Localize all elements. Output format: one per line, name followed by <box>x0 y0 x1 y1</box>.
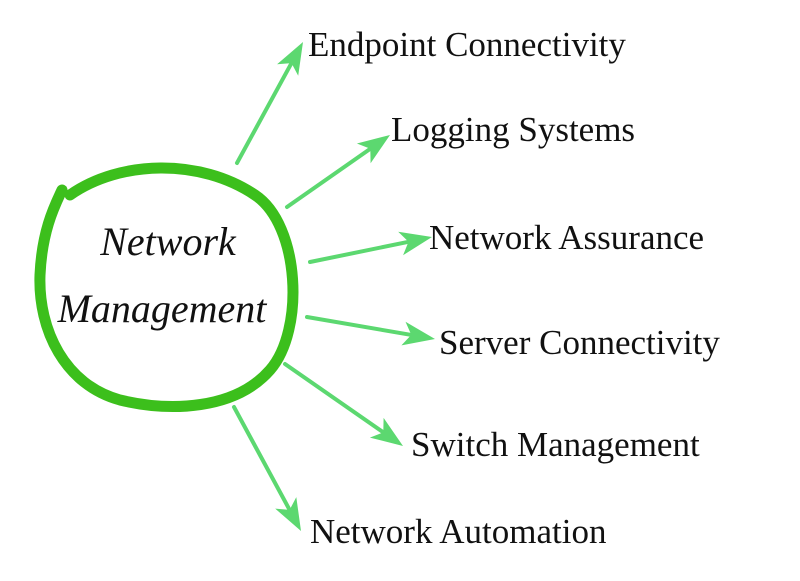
arrow-shaft <box>283 362 386 435</box>
arrow-head-icon <box>369 417 403 446</box>
arrow-shaft <box>285 146 373 209</box>
branch-label-logging-systems: Logging Systems <box>391 110 635 149</box>
center-ring-tail <box>42 188 64 237</box>
center-node: Network Management <box>34 162 299 412</box>
arrow-endpoint-connectivity <box>235 42 303 165</box>
arrow-logging-systems <box>285 135 390 209</box>
arrow-network-automation <box>232 405 301 531</box>
branch-label-switch-management: Switch Management <box>411 425 700 464</box>
arrow-shaft <box>308 239 411 264</box>
branch-label-server-connectivity: Server Connectivity <box>439 323 720 362</box>
arrow-shaft <box>235 61 294 165</box>
arrow-network-assurance <box>308 231 432 264</box>
branch-labels: Endpoint Connectivity Logging Systems Ne… <box>308 25 720 551</box>
center-ring <box>34 162 299 412</box>
center-label-line1: Network <box>99 219 237 264</box>
arrow-shaft <box>232 405 292 512</box>
branch-label-network-automation: Network Automation <box>310 512 607 551</box>
arrow-head-icon <box>277 42 303 76</box>
arrows-layer <box>232 42 435 531</box>
arrow-head-icon <box>401 321 435 346</box>
arrow-server-connectivity <box>305 315 435 346</box>
arrow-head-icon <box>275 497 301 531</box>
branch-label-endpoint-connectivity: Endpoint Connectivity <box>308 25 626 64</box>
center-label-line2: Management <box>57 286 268 331</box>
arrow-head-icon <box>398 231 432 256</box>
arrow-head-icon <box>356 135 390 164</box>
branch-label-network-assurance: Network Assurance <box>429 218 704 257</box>
arrow-shaft <box>305 315 414 337</box>
arrow-switch-management <box>283 362 403 446</box>
